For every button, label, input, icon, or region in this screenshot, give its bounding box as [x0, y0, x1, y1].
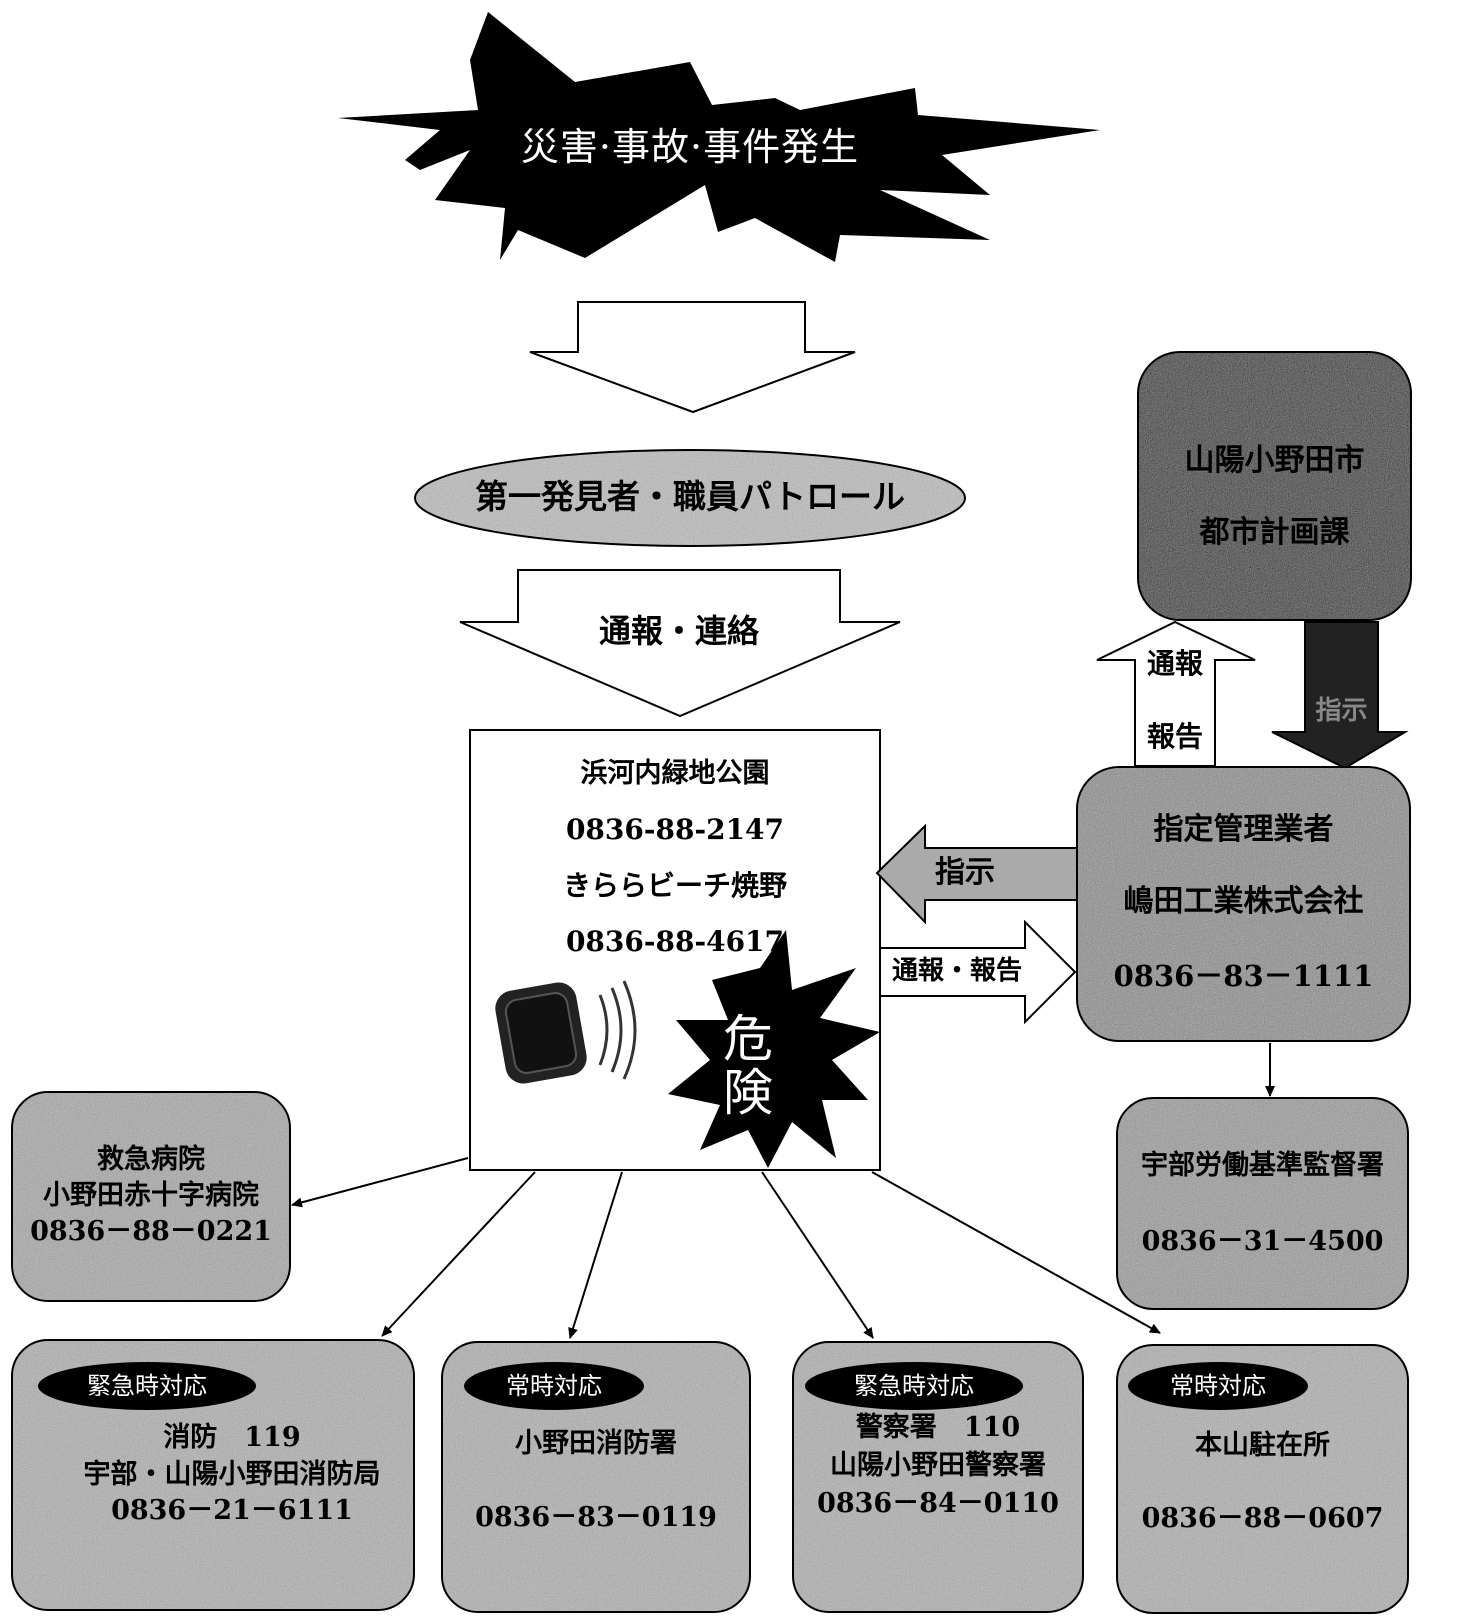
connector-park-police-regular	[871, 1171, 1161, 1334]
police-emergency-badge: 緊急時対応	[805, 1362, 1023, 1410]
police-emergency-phone: 0836－84－0110	[817, 1488, 1059, 1519]
down-arrow-label: 指示	[1315, 696, 1368, 726]
park-name-2: きららビーチ焼野	[562, 869, 787, 902]
hospital-line-2: 小野田赤十字病院	[43, 1180, 259, 1211]
up-arrow-label-1: 通報	[1146, 647, 1203, 680]
hospital-phone: 0836－88－0221	[30, 1216, 272, 1247]
hospital-box	[11, 1091, 291, 1302]
city-office-box	[1137, 351, 1412, 621]
police-emergency-line-1: 警察署 110	[855, 1412, 1021, 1443]
park-phone-1: 0836-88-2147	[565, 813, 785, 846]
fire-regular-phone: 0836－83－0119	[475, 1502, 717, 1533]
danger-label-1: 危	[723, 1010, 773, 1068]
police-regular-line-1: 本山駐在所	[1195, 1430, 1330, 1461]
danger-label-2: 険	[723, 1064, 773, 1122]
labor-phone: 0836－31－4500	[1141, 1226, 1384, 1257]
police-emergency-line-2: 山陽小野田警察署	[830, 1450, 1046, 1481]
city-line-1: 山陽小野田市	[1184, 443, 1365, 478]
flow-arrow-down-1	[529, 301, 856, 414]
fire-emergency-badge: 緊急時対応	[38, 1362, 256, 1410]
up-arrow-label-2: 報告	[1146, 720, 1203, 753]
report-right-label: 通報・報告	[891, 956, 1022, 986]
disaster-label: 災害·事故·事件発生	[520, 125, 860, 169]
disaster-starburst	[338, 12, 1100, 262]
police-regular-badge: 常時対応	[1128, 1362, 1308, 1410]
hospital-line-1: 救急病院	[97, 1144, 205, 1175]
park-name-1: 浜河内緑地公園	[580, 758, 770, 789]
fire-emergency-line-2: 宇部・山陽小野田消防局	[83, 1459, 381, 1490]
discoverer-oval	[414, 449, 966, 547]
labor-line-1: 宇部労働基準監督署	[1141, 1150, 1384, 1181]
police-regular-phone: 0836－88－0607	[1141, 1503, 1384, 1534]
connector-park-fire-regular	[568, 1171, 623, 1339]
manager-line-2: 嶋田工業株式会社	[1123, 884, 1364, 919]
manager-line-1: 指定管理業者	[1153, 812, 1334, 847]
instruct-left-arrow	[875, 823, 1078, 925]
connector-park-hospital	[291, 1157, 469, 1208]
report-arrow-label: 通報・連絡	[598, 612, 759, 650]
danger-starburst	[668, 930, 880, 1168]
fire-regular-line-1: 小野田消防署	[515, 1428, 677, 1459]
report-arrow	[459, 569, 901, 718]
labor-office-box	[1116, 1097, 1409, 1310]
fire-regular-badge: 常時対応	[464, 1362, 644, 1410]
discoverer-label: 第一発見者・職員パトロール	[475, 477, 905, 516]
instruct-down-arrow	[1271, 621, 1409, 770]
city-line-2: 都市計画課	[1199, 515, 1350, 550]
report-right-arrow	[879, 919, 1077, 1025]
fire-emergency-phone: 0836－21－6111	[111, 1495, 353, 1526]
park-phone-2: 0836-88-4617	[565, 925, 785, 958]
instruct-left-label: 指示	[935, 855, 995, 890]
connector-park-fire-emergency	[381, 1171, 536, 1337]
report-up-arrow	[1096, 620, 1256, 767]
phone-icon	[495, 980, 637, 1084]
manager-phone: 0836－83－1111	[1113, 959, 1374, 993]
connector-park-police-emergency	[761, 1171, 874, 1339]
manager-box	[1076, 766, 1411, 1042]
fire-emergency-line-1: 消防 119	[163, 1422, 301, 1453]
